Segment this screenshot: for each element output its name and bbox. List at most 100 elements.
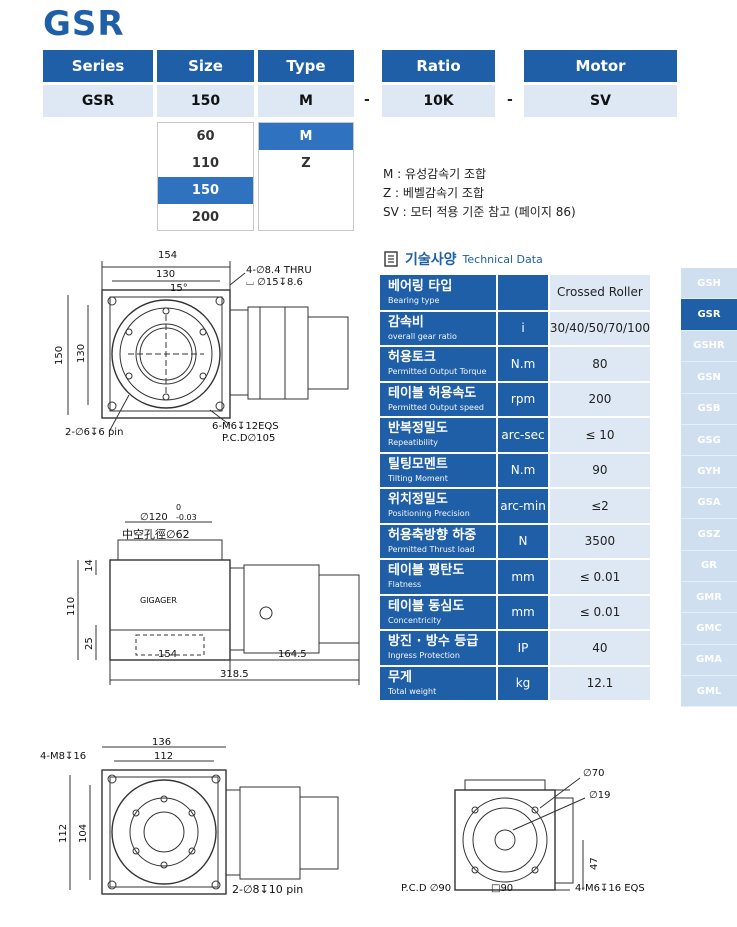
side-nav-item-gmr[interactable]: GMR <box>681 582 737 614</box>
spec-unit: kg <box>497 665 550 702</box>
dim-164-5: 164.5 <box>278 649 307 660</box>
pin-note: 2-∅8↧10 pin <box>232 883 303 896</box>
spec-value: Crossed Roller <box>548 275 650 312</box>
spec-unit <box>497 275 550 312</box>
spec-value: 40 <box>548 630 650 667</box>
brand-logo: GIGAGER <box>140 596 177 605</box>
spec-unit: arc-sec <box>497 417 550 454</box>
side-nav-item-gsh[interactable]: GSH <box>681 268 737 300</box>
spec-name-kr: 틸팅모멘트 <box>388 456 448 472</box>
spec-unit: N <box>497 523 550 560</box>
spec-name-kr: 위치정밀도 <box>388 492 448 508</box>
spec-name-kr: 테이블 동심도 <box>388 598 465 614</box>
pin-note: 2-∅6↧6 pin <box>65 427 123 438</box>
dim-130: 130 <box>156 269 175 280</box>
spec-value: 80 <box>548 346 650 383</box>
side-nav-item-gsz[interactable]: GSZ <box>681 519 737 551</box>
size-options: 60 110 150 200 <box>157 122 254 231</box>
dim-112: 112 <box>154 751 173 762</box>
spec-value: ≤ 0.01 <box>548 559 650 596</box>
tap-note: 6-M6↧12EQS <box>212 421 279 432</box>
spec-unit: IP <box>497 630 550 667</box>
type-option-selected[interactable]: M <box>259 123 353 150</box>
size-option[interactable]: 110 <box>191 156 220 171</box>
spec-name-en: overall gear ratio <box>388 331 457 341</box>
dim-130-vertical: 130 <box>76 344 87 363</box>
size-option[interactable]: 60 <box>196 129 215 144</box>
type-desc-line: M : 유성감속기 조합 <box>383 167 487 181</box>
spec-value: ≤2 <box>548 488 650 525</box>
spec-name-en: Repeatibility <box>388 438 438 448</box>
pcd-note: P.C.D ∅90 <box>401 883 451 894</box>
spec-unit: i <box>497 310 550 347</box>
side-nav-item-gsa[interactable]: GSA <box>681 488 737 520</box>
spec-name-kr: 테이블 평탄도 <box>388 563 465 579</box>
side-view-drawing: ∅120 0 -0.03 中空孔徑∅62 14 110 25 GIGAGER 1… <box>66 503 360 685</box>
spec-name-kr: 무게 <box>388 669 412 685</box>
tolerance-lower: -0.03 <box>176 513 197 522</box>
side-nav-item-gsg[interactable]: GSG <box>681 425 737 457</box>
side-nav-item-gr[interactable]: GR <box>681 551 737 582</box>
tap-note: 4-M6↧16 EQS <box>575 883 645 894</box>
dim-25: 25 <box>84 637 95 650</box>
tech-title-kr: 기술사양 <box>405 252 457 268</box>
spec-unit: arc-min <box>497 488 550 525</box>
header-motor: Motor <box>524 50 677 82</box>
spec-name-en: Tilting Moment <box>388 473 448 483</box>
spec-value: ≤ 0.01 <box>548 594 650 631</box>
spec-value: 3500 <box>548 523 650 560</box>
size-option-selected[interactable]: 150 <box>158 177 253 204</box>
pcd-note: P.C.D∅105 <box>222 433 275 444</box>
spec-value: ≤ 10 <box>548 417 650 454</box>
hollow-note: 中空孔徑∅62 <box>122 527 190 541</box>
spec-unit: N.m <box>497 346 550 383</box>
dim-136: 136 <box>152 737 171 748</box>
thru-note: 4-∅8.4 THRU <box>246 265 312 276</box>
side-nav-item-gmc[interactable]: GMC <box>681 613 737 645</box>
side-nav-item-gma[interactable]: GMA <box>681 645 737 677</box>
type-option[interactable]: Z <box>301 156 311 171</box>
dim-square-90: □90 <box>491 883 513 894</box>
spec-unit: N.m <box>497 452 550 489</box>
side-nav-item-gsb[interactable]: GSB <box>681 394 737 425</box>
spec-value: 90 <box>548 452 650 489</box>
spec-name-kr: 감속비 <box>388 314 424 330</box>
side-nav-item-gml[interactable]: GML <box>681 676 737 708</box>
page-title: GSR <box>43 4 125 44</box>
document-icon <box>384 251 398 267</box>
side-nav-item-gsr[interactable]: GSR <box>681 299 737 331</box>
counterbore-note: ⌴ ∅15↧8.6 <box>246 277 303 288</box>
spec-name-en: Permitted Output speed <box>388 402 484 412</box>
spec-unit: mm <box>497 594 550 631</box>
value-motor: SV <box>524 85 677 117</box>
type-desc-line: Z : 베벨감속기 조합 <box>383 186 484 200</box>
value-type: M <box>258 85 354 117</box>
size-option[interactable]: 200 <box>191 210 220 225</box>
side-nav-item-gsn[interactable]: GSN <box>681 362 737 394</box>
type-desc-line: SV : 모터 적용 기준 참고 (페이지 86) <box>383 205 576 219</box>
spec-name-kr: 허용축방향 하중 <box>388 527 477 543</box>
dim-112-vertical: 112 <box>58 824 69 843</box>
side-nav-item-gyh[interactable]: GYH <box>681 456 737 488</box>
dim-120: ∅120 <box>140 512 168 523</box>
dim-110: 110 <box>66 597 77 616</box>
spec-name-kr: 반복정밀도 <box>388 421 448 437</box>
spec-name-en: Flatness <box>388 580 422 590</box>
spec-value: 200 <box>548 381 650 418</box>
spec-name-en: Ingress Protection <box>388 651 460 661</box>
spec-unit: mm <box>497 559 550 596</box>
separator-dash: - <box>507 92 513 108</box>
side-nav-item-gshr[interactable]: GSHR <box>681 331 737 363</box>
